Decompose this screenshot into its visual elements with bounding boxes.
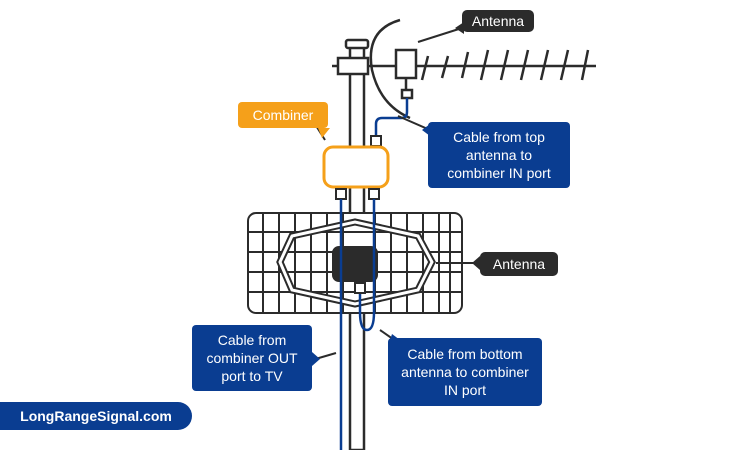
label-cable-out: Cable from combiner OUT port to TV bbox=[192, 325, 312, 391]
label-combiner: Combiner bbox=[238, 102, 328, 128]
label-cable-bottom: Cable from bottom antenna to combiner IN… bbox=[388, 338, 542, 406]
label-antenna-top: Antenna bbox=[462, 10, 534, 32]
brand-logo: LongRangeSignal.com bbox=[0, 402, 192, 430]
cable-bottom bbox=[358, 292, 376, 332]
grid-antenna bbox=[247, 212, 463, 314]
cable-top bbox=[374, 98, 409, 145]
yagi-antenna bbox=[332, 18, 596, 120]
label-cable-top: Cable from top antenna to combiner IN po… bbox=[428, 122, 570, 188]
label-antenna-bottom: Antenna bbox=[480, 252, 558, 276]
